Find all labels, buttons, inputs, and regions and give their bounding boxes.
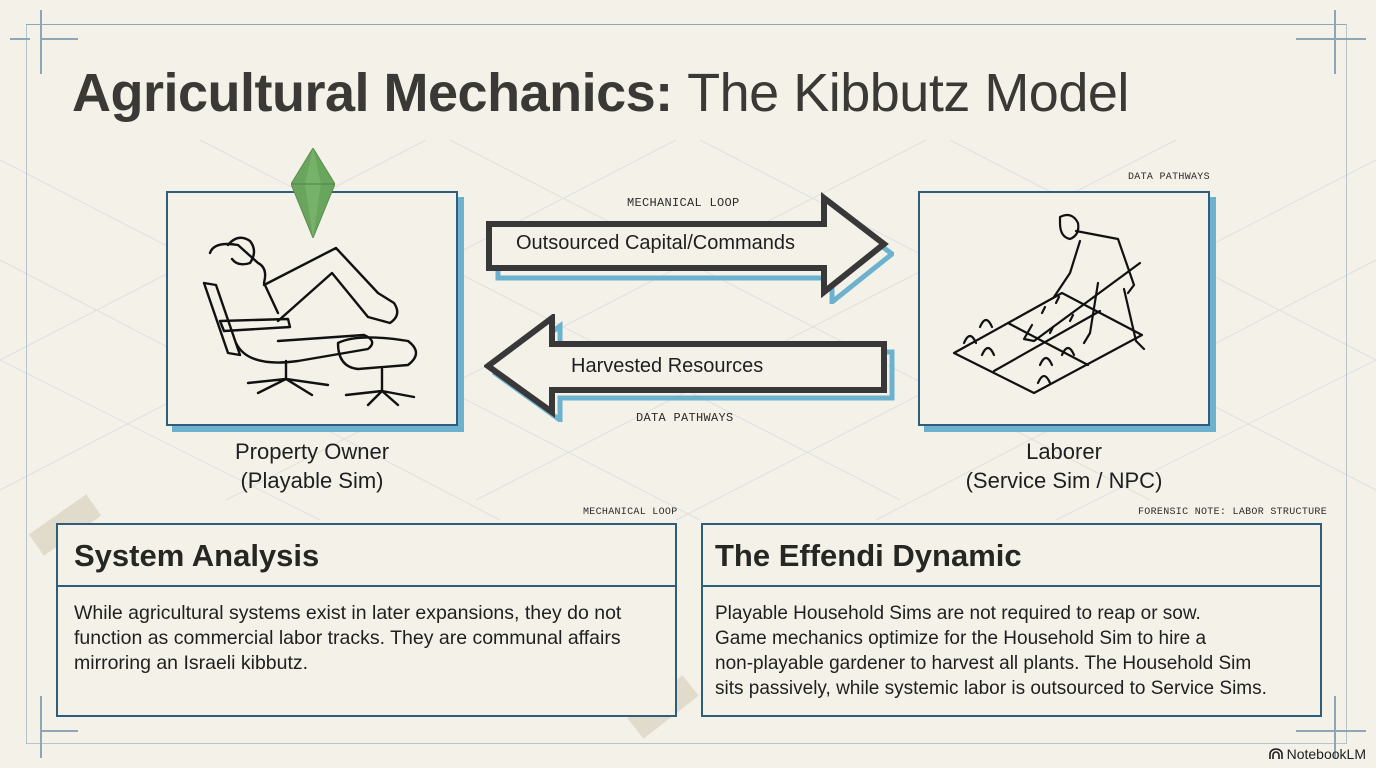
laborer-tag: DATA PATHWAYS <box>1128 172 1210 183</box>
page-title: Agricultural Mechanics: The Kibbutz Mode… <box>72 62 1129 124</box>
owner-caption: Property Owner (Playable Sim) <box>166 437 458 495</box>
frame-bottom <box>26 743 1346 744</box>
title-bold: Agricultural Mechanics: <box>72 63 673 123</box>
card-body-line: sits passively, while systemic labor is … <box>715 678 1267 699</box>
corner-mark-bl-h <box>40 730 78 732</box>
effendi-dynamic-card: The Effendi Dynamic Playable Household S… <box>701 523 1322 717</box>
notebooklm-logo-icon <box>1268 748 1283 759</box>
arrow-right-label: Outsourced Capital/Commands <box>516 232 796 254</box>
card-body: While agricultural systems exist in late… <box>74 602 622 674</box>
title-regular: The Kibbutz Model <box>687 63 1129 123</box>
card-body-line: Game mechanics optimize for the Househol… <box>715 628 1207 649</box>
notebooklm-branding: NotebookLM <box>1268 746 1366 762</box>
corner-mark-tl-h2 <box>40 38 78 40</box>
frame-right <box>1346 24 1347 744</box>
arrow-left-tag: DATA PATHWAYS <box>636 411 734 425</box>
arrow-right-tag: MECHANICAL LOOP <box>627 196 740 210</box>
card-body-line: non-playable gardener to harvest all pla… <box>715 653 1252 674</box>
corner-mark-br-v <box>1334 696 1336 758</box>
card-tag: MECHANICAL LOOP <box>583 507 678 518</box>
frame-left <box>26 24 27 744</box>
gardener-illustration <box>952 213 1146 395</box>
plumbob-icon <box>291 148 335 238</box>
corner-mark-tl-h <box>10 38 30 40</box>
branding-label: NotebookLM <box>1286 746 1366 762</box>
reclining-man-illustration <box>202 236 418 407</box>
frame-top <box>26 24 1346 25</box>
card-tag: FORENSIC NOTE: LABOR STRUCTURE <box>1138 507 1328 518</box>
corner-mark-tl-v <box>40 10 42 74</box>
card-heading: The Effendi Dynamic <box>703 525 1320 587</box>
arrow-left-shape <box>484 314 895 422</box>
laborer-panel <box>918 191 1210 426</box>
system-analysis-card: System Analysis While agricultural syste… <box>56 523 677 717</box>
corner-mark-br-h <box>1296 730 1366 732</box>
card-heading: System Analysis <box>58 525 675 587</box>
laborer-caption-line1: Laborer <box>1026 439 1102 464</box>
corner-mark-bl-v <box>40 696 42 758</box>
corner-mark-tr-h <box>1296 38 1366 40</box>
corner-mark-tr-v <box>1334 10 1336 74</box>
laborer-caption: Laborer (Service Sim / NPC) <box>918 437 1210 495</box>
card-body: Playable Household Sims are not required… <box>703 587 1320 715</box>
laborer-caption-line2: (Service Sim / NPC) <box>965 468 1163 493</box>
card-body-line: Playable Household Sims are not required… <box>715 603 1201 624</box>
owner-caption-line2: (Playable Sim) <box>240 468 384 493</box>
arrow-right-shape <box>486 192 894 304</box>
arrow-left-label: Harvested Resources <box>571 355 764 377</box>
owner-caption-line1: Property Owner <box>234 439 390 464</box>
